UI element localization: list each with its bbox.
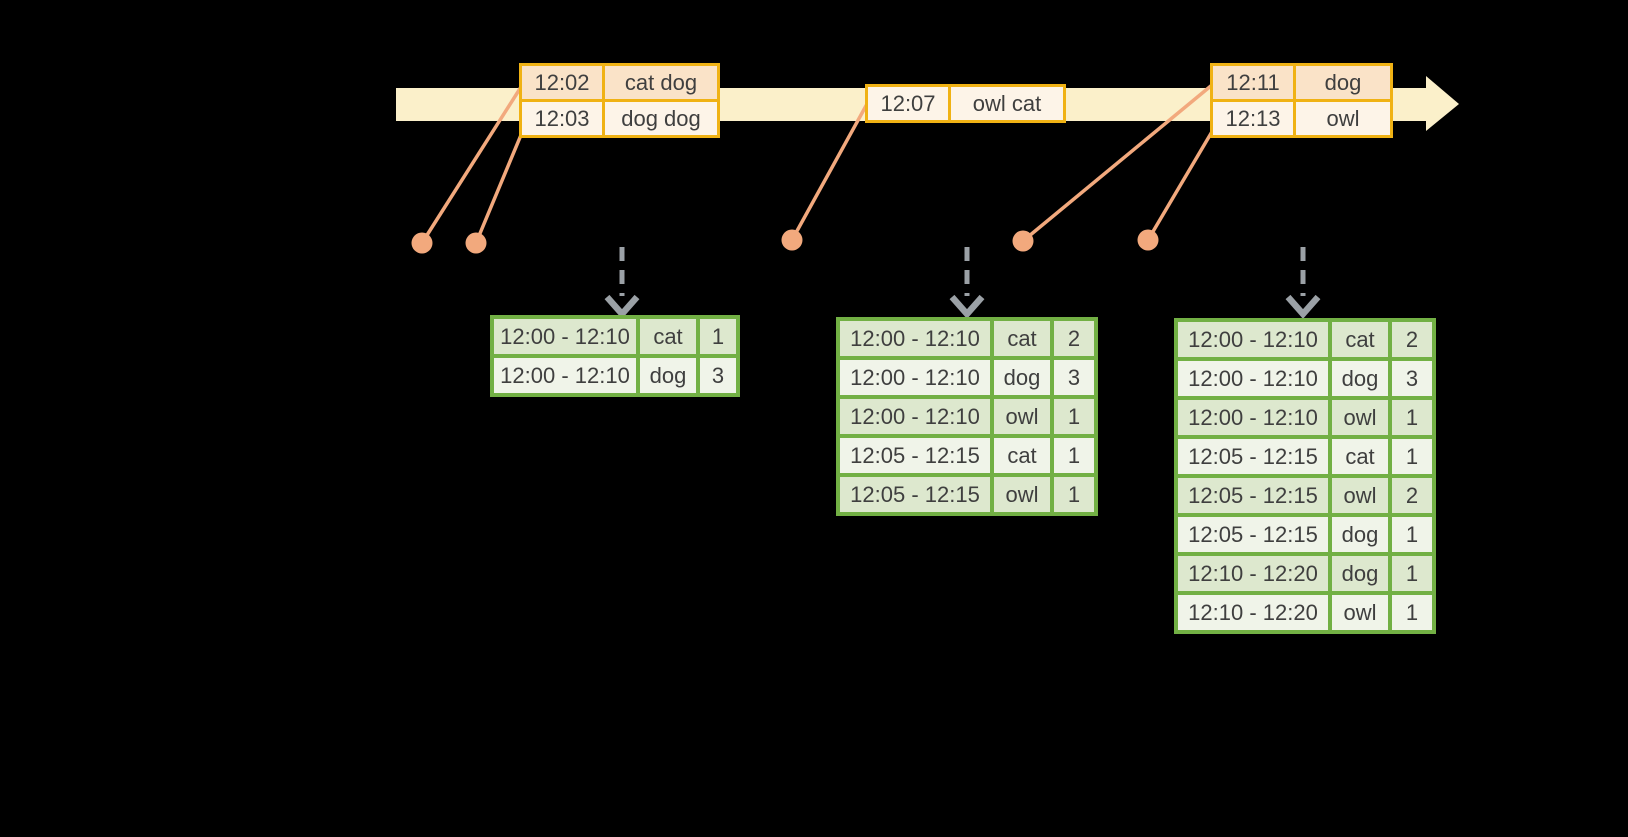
event-words: owl cat [948, 84, 1066, 123]
event-connector-line-icon [1021, 83, 1214, 243]
result-word: dog [1328, 513, 1392, 556]
event-words: dog dog [602, 99, 720, 138]
result-table-1: 12:00 - 12:10 cat 1 12:00 - 12:10 dog 3 [490, 315, 740, 397]
result-window: 12:00 - 12:10 [1174, 318, 1332, 361]
result-table-2: 12:00 - 12:10 cat 2 12:00 - 12:10 dog 3 … [836, 317, 1098, 516]
event-marker-dot-icon [1137, 229, 1159, 251]
event-table-1: 12:02 cat dog 12:03 dog dog [519, 63, 720, 138]
event-time: 12:11 [1210, 63, 1296, 102]
result-word: owl [1328, 591, 1392, 634]
result-word: owl [1328, 474, 1392, 517]
result-word: cat [1328, 435, 1392, 478]
event-row: 12:13 owl [1210, 99, 1393, 138]
result-word: cat [990, 434, 1054, 477]
event-time: 12:07 [865, 84, 951, 123]
event-words: owl [1293, 99, 1393, 138]
result-count: 3 [1050, 356, 1098, 399]
event-marker-dot-icon [781, 229, 803, 251]
trigger-down-arrow-icon [949, 247, 985, 319]
result-row: 12:05 - 12:15 cat 1 [1174, 435, 1436, 478]
result-count: 1 [1388, 435, 1436, 478]
result-word: cat [636, 315, 700, 358]
result-count: 1 [1388, 552, 1436, 595]
result-window: 12:00 - 12:10 [1174, 357, 1332, 400]
result-row: 12:00 - 12:10 owl 1 [1174, 396, 1436, 439]
result-row: 12:00 - 12:10 cat 2 [1174, 318, 1436, 361]
result-count: 1 [1050, 434, 1098, 477]
result-window: 12:05 - 12:15 [836, 473, 994, 516]
trigger-down-arrow-icon [604, 247, 640, 319]
result-count: 3 [696, 354, 740, 397]
event-row: 12:02 cat dog [519, 63, 720, 102]
result-window: 12:10 - 12:20 [1174, 552, 1332, 595]
event-table-2: 12:07 owl cat [865, 84, 1066, 123]
result-row: 12:05 - 12:15 owl 2 [1174, 474, 1436, 517]
result-row: 12:05 - 12:15 dog 1 [1174, 513, 1436, 556]
event-marker-dot-icon [1012, 230, 1034, 252]
trigger-down-arrow-icon [1285, 247, 1321, 319]
result-row: 12:10 - 12:20 dog 1 [1174, 552, 1436, 595]
event-connector-line-icon [420, 86, 523, 244]
event-time: 12:13 [1210, 99, 1296, 138]
result-table-3: 12:00 - 12:10 cat 2 12:00 - 12:10 dog 3 … [1174, 318, 1436, 634]
result-window: 12:00 - 12:10 [836, 395, 994, 438]
result-word: dog [990, 356, 1054, 399]
event-connector-line-icon [474, 134, 523, 244]
result-word: dog [1328, 552, 1392, 595]
result-row: 12:00 - 12:10 dog 3 [836, 356, 1098, 399]
result-row: 12:00 - 12:10 cat 1 [490, 315, 740, 358]
result-row: 12:00 - 12:10 owl 1 [836, 395, 1098, 438]
event-words: cat dog [602, 63, 720, 102]
result-row: 12:05 - 12:15 cat 1 [836, 434, 1098, 477]
event-marker-dot-icon [411, 232, 433, 254]
result-count: 1 [696, 315, 740, 358]
result-count: 2 [1050, 317, 1098, 360]
event-time: 12:02 [519, 63, 605, 102]
result-word: dog [636, 354, 700, 397]
result-row: 12:05 - 12:15 owl 1 [836, 473, 1098, 516]
result-window: 12:00 - 12:10 [836, 356, 994, 399]
event-row: 12:07 owl cat [865, 84, 1066, 123]
timeline-arrow-icon [1426, 76, 1459, 131]
event-time: 12:03 [519, 99, 605, 138]
result-count: 1 [1388, 396, 1436, 439]
result-window: 12:00 - 12:10 [490, 315, 640, 358]
result-row: 12:00 - 12:10 dog 3 [1174, 357, 1436, 400]
event-table-3: 12:11 dog 12:13 owl [1210, 63, 1393, 138]
result-window: 12:10 - 12:20 [1174, 591, 1332, 634]
result-count: 3 [1388, 357, 1436, 400]
result-row: 12:00 - 12:10 dog 3 [490, 354, 740, 397]
result-count: 1 [1050, 473, 1098, 516]
result-row: 12:00 - 12:10 cat 2 [836, 317, 1098, 360]
event-connector-line-icon [1146, 129, 1215, 241]
result-window: 12:00 - 12:10 [836, 317, 994, 360]
result-word: owl [990, 473, 1054, 516]
result-window: 12:05 - 12:15 [1174, 435, 1332, 478]
result-word: owl [990, 395, 1054, 438]
result-count: 2 [1388, 318, 1436, 361]
result-window: 12:05 - 12:15 [1174, 513, 1332, 556]
event-row: 12:03 dog dog [519, 99, 720, 138]
event-connector-line-icon [790, 103, 869, 241]
event-words: dog [1293, 63, 1393, 102]
result-window: 12:05 - 12:15 [1174, 474, 1332, 517]
event-marker-dot-icon [465, 232, 487, 254]
result-word: owl [1328, 396, 1392, 439]
result-window: 12:05 - 12:15 [836, 434, 994, 477]
result-word: dog [1328, 357, 1392, 400]
result-count: 1 [1388, 591, 1436, 634]
event-row: 12:11 dog [1210, 63, 1393, 102]
result-count: 1 [1050, 395, 1098, 438]
result-window: 12:00 - 12:10 [490, 354, 640, 397]
result-count: 1 [1388, 513, 1436, 556]
result-count: 2 [1388, 474, 1436, 517]
result-window: 12:00 - 12:10 [1174, 396, 1332, 439]
result-row: 12:10 - 12:20 owl 1 [1174, 591, 1436, 634]
result-word: cat [990, 317, 1054, 360]
result-word: cat [1328, 318, 1392, 361]
